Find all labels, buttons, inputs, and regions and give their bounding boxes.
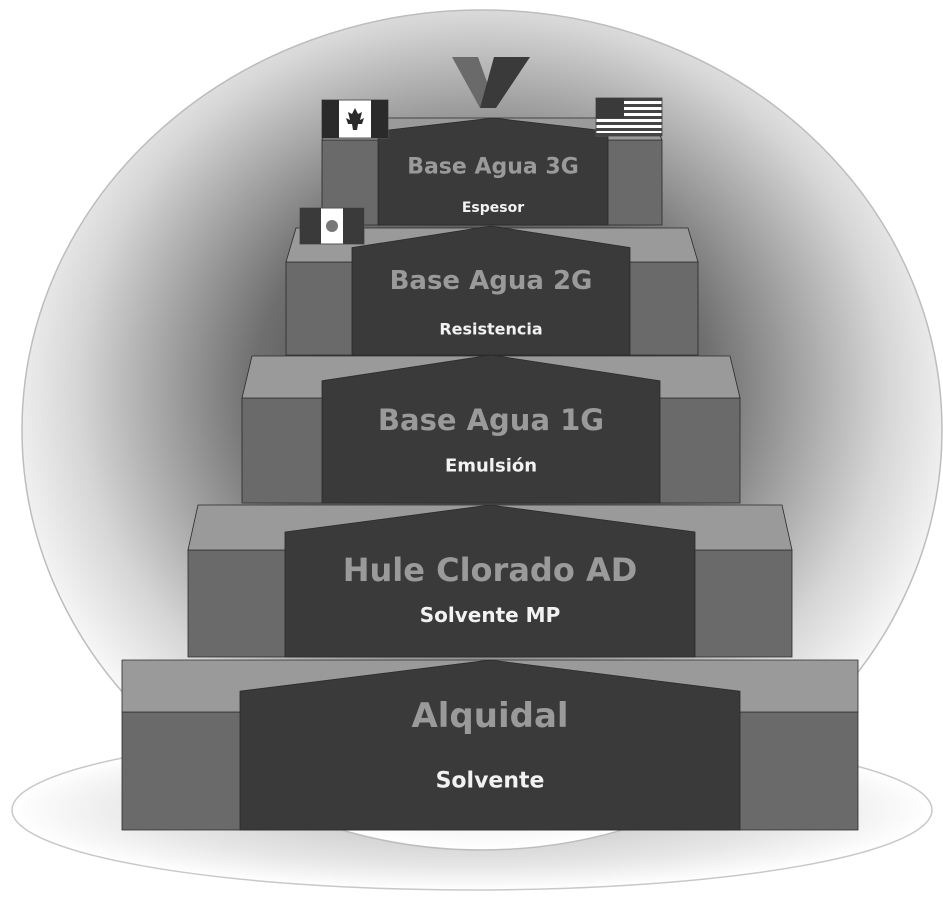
step-title: Hule Clorado AD <box>343 551 638 589</box>
step-subtitle: Emulsión <box>445 455 537 476</box>
usa-flag-icon <box>595 97 663 137</box>
step-title: Base Agua 2G <box>390 266 593 296</box>
mexico-flag-icon <box>299 207 365 245</box>
step-title: Base Agua 1G <box>378 403 604 437</box>
step-subtitle: Solvente <box>436 769 545 794</box>
step-front-panel <box>377 117 609 226</box>
step-subtitle: Solvente MP <box>420 603 561 627</box>
stylized-v-logo-icon <box>452 57 530 108</box>
step-front-panel <box>321 354 661 504</box>
step-title: Base Agua 3G <box>407 155 579 180</box>
step-subtitle: Espesor <box>462 200 524 216</box>
canada-flag-icon <box>321 99 389 139</box>
step-2: Base Agua 2G Resistencia <box>285 225 699 356</box>
step-front-panel <box>239 659 741 831</box>
step-front-panel <box>351 225 631 356</box>
step-3: Base Agua 1G Emulsión <box>241 354 741 504</box>
step-front-panel <box>284 504 696 658</box>
step-4: Hule Clorado AD Solvente MP <box>187 504 793 658</box>
step-subtitle: Resistencia <box>439 320 542 339</box>
step-title: Alquidal <box>411 696 568 736</box>
step-1: Base Agua 3G Espesor <box>321 117 663 226</box>
